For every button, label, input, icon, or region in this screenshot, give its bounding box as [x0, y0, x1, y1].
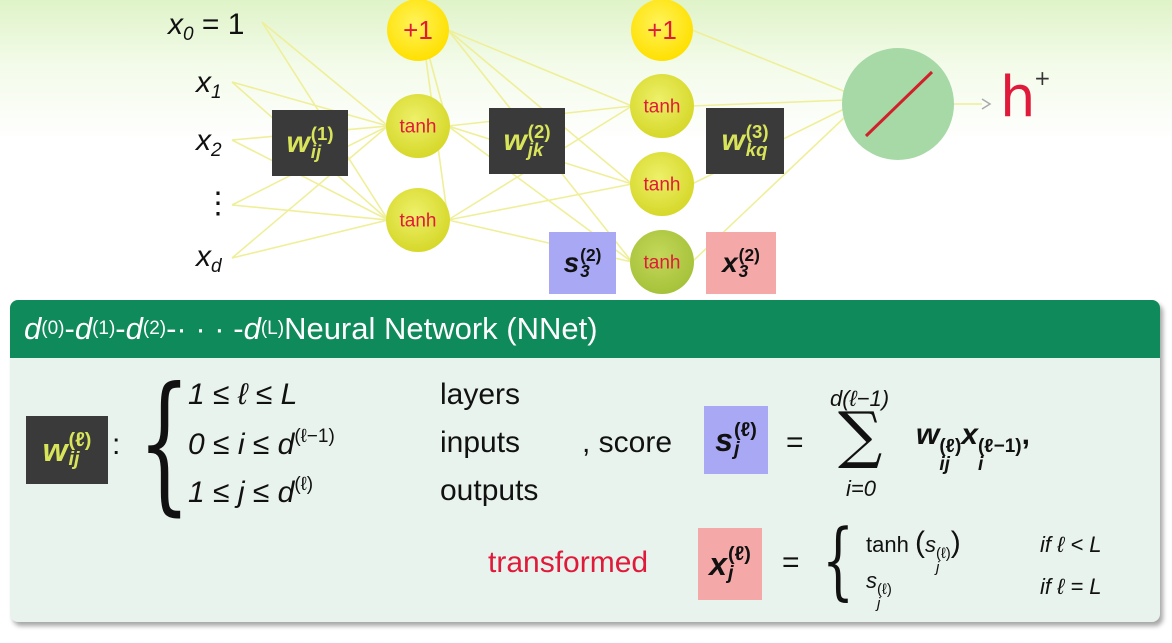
linear-activation-icon	[864, 70, 934, 138]
transformed-word: transformed	[488, 546, 649, 579]
case2-cond: if ℓ = L	[1040, 574, 1102, 599]
row-inputs-cond: 0 ≤ i ≤ d(ℓ−1)	[188, 426, 335, 461]
sum-upper-limit: d(ℓ−1)	[830, 386, 890, 411]
neuron-l2-0	[630, 74, 694, 138]
nnet-definition-panel: d(0)-d(1)-d(2)-· · · -d(L) Neural Networ…	[10, 300, 1160, 622]
score-tag-s3: s(2)3	[549, 232, 616, 294]
panel-title: d(0)-d(1)-d(2)-· · · -d(L) Neural Networ…	[10, 300, 1160, 358]
bias-label-layer1: +1	[403, 15, 433, 45]
input-ellipsis: ⋮	[203, 187, 233, 220]
edge-in0-h10	[261, 21, 389, 127]
equals-sign-2: =	[782, 546, 800, 579]
row-outputs-desc: outputs	[440, 474, 539, 507]
weight-symbol-box: w(ℓ)ij	[26, 416, 108, 484]
network-diagram: +1 +1 tanh tanh tanh tanh tanh	[231, 0, 992, 294]
case2-expr: s(ℓ)j	[866, 568, 892, 613]
sum-lower-limit: i=0	[846, 476, 876, 501]
cases-brace: {	[822, 511, 855, 609]
output-arrow	[981, 98, 992, 110]
edge-in3-h11	[231, 204, 389, 221]
score-symbol-box: s(ℓ)j	[704, 406, 768, 474]
neuron-l1-1	[386, 188, 450, 252]
left-brace: {	[138, 356, 191, 530]
edge-in1-h10	[231, 81, 389, 127]
connection-lines	[231, 21, 992, 263]
neuron-l1-0	[386, 94, 450, 158]
colon: :	[112, 428, 121, 461]
bias-label-layer2: +1	[647, 15, 677, 45]
sum-sigma: ∑	[838, 398, 883, 471]
input-x1: x1	[196, 66, 222, 103]
edge-l10-h20	[447, 29, 633, 107]
score-word: , score	[582, 426, 673, 459]
case1-cond: if ℓ < L	[1040, 532, 1102, 557]
neurons: +1 +1 tanh tanh tanh tanh tanh	[386, 0, 954, 294]
edge-l10-h21	[447, 29, 633, 185]
output-tag-x3: x(2)3	[706, 232, 776, 294]
row-outputs-cond: 1 ≤ j ≤ d(ℓ)	[188, 474, 314, 509]
neuron-l2-1	[630, 152, 694, 216]
neuron-l2-label-0: tanh	[644, 97, 681, 118]
x-symbol-box: x(ℓ)j	[698, 528, 762, 600]
edge-in2-h11	[231, 139, 389, 221]
hypothesis-h: h	[1000, 65, 1036, 130]
edge-in4-h10	[231, 125, 389, 259]
edge-l12-h21	[447, 183, 633, 221]
input-x0: x0 = 1	[168, 8, 245, 45]
row-layers-desc: layers	[440, 378, 521, 411]
edge-l20-out	[691, 29, 847, 93]
neuron-l2-label-1: tanh	[644, 175, 681, 196]
bias-node-layer1	[387, 0, 449, 61]
weight-box-layer1: w(1)ij	[272, 110, 348, 176]
bias-node-layer2	[631, 0, 693, 61]
neuron-l2-2	[630, 230, 694, 294]
hypothesis-mark: +	[1034, 66, 1051, 90]
input-x2: x2	[196, 124, 222, 161]
weight-box-layer2: w(2)jk	[489, 108, 565, 174]
case1-expr: tanh (s(ℓ)j)	[866, 526, 961, 577]
edge-l21-out	[691, 99, 847, 107]
weight-box-layer3: w(3)kq	[706, 108, 784, 174]
neuron-l2-label-2: tanh	[644, 253, 681, 274]
edge-in4-h11	[231, 219, 389, 259]
neuron-l1-label-1: tanh	[400, 211, 437, 232]
row-inputs-desc: inputs	[440, 426, 521, 459]
row-layers-cond: 1 ≤ ℓ ≤ L	[188, 378, 298, 411]
neuron-l1-label-0: tanh	[400, 117, 437, 138]
equals-sign-1: =	[786, 426, 804, 459]
input-xd: xd	[196, 240, 222, 277]
